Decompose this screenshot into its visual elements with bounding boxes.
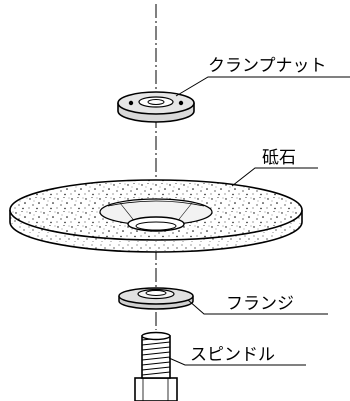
spindle-leader — [168, 357, 306, 366]
flange-label: フランジ — [226, 294, 294, 314]
clamp-nut-label: クランプナット — [208, 56, 327, 76]
spindle — [134, 331, 178, 401]
grinding-wheel — [9, 179, 303, 253]
clamp-nut-leader — [175, 76, 350, 97]
spindle-label: スピンドル — [190, 345, 275, 365]
clamp-nut — [117, 91, 195, 123]
flange-leader — [187, 299, 328, 315]
flange — [118, 287, 194, 310]
grinding-wheel-label: 砥石 — [262, 148, 296, 168]
grinding-wheel-leader — [231, 167, 318, 187]
